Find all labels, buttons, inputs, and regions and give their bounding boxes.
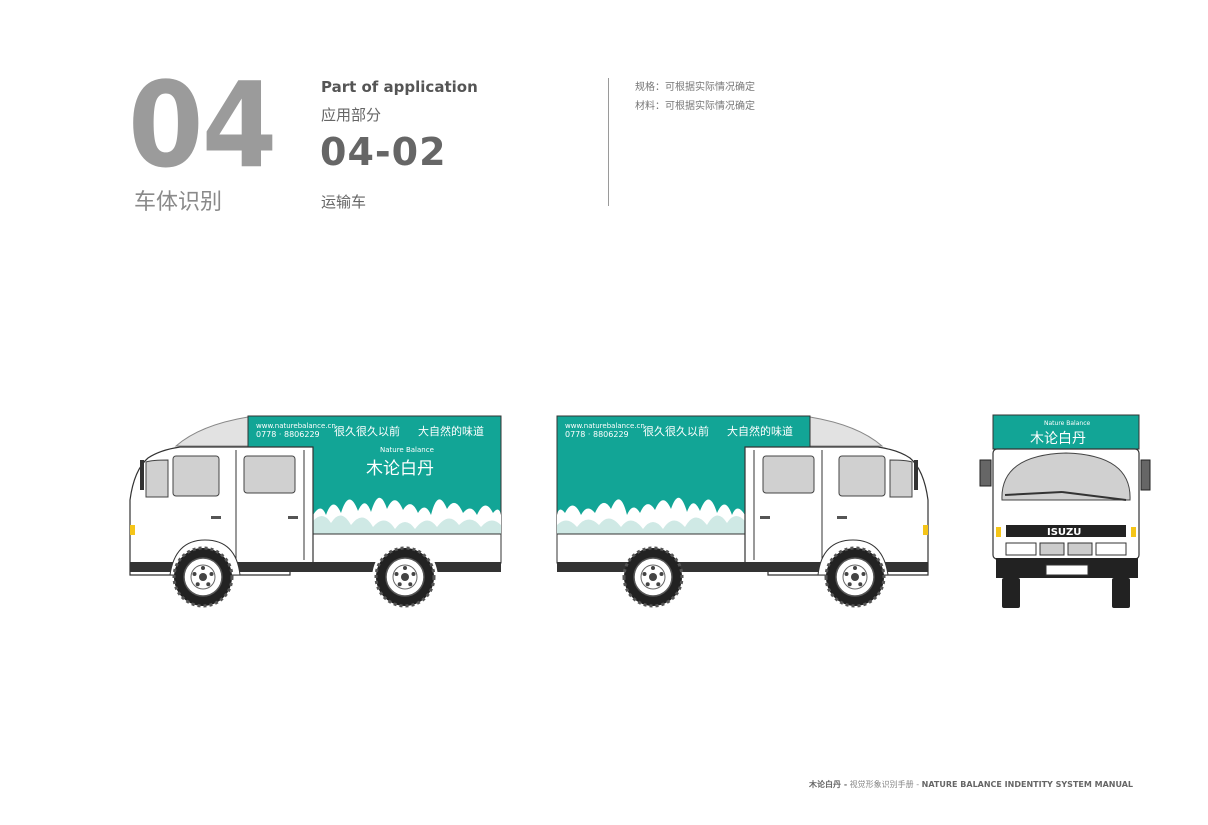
truck1-brand-en: Nature Balance	[380, 446, 434, 454]
section-number: 04	[128, 56, 277, 194]
footer-subtitle: 视觉形象识别手册 -	[847, 780, 922, 789]
footer: 木论白丹 - 视觉形象识别手册 - NATURE BALANCE INDENTI…	[809, 779, 1133, 790]
truck1-website: www.naturebalance.cn	[256, 422, 336, 430]
grille-badge: ISUZU	[1047, 527, 1081, 538]
truck2-slogan-left: 很久很久以前	[643, 424, 709, 438]
footer-manual: NATURE BALANCE INDENTITY SYSTEM MANUAL	[921, 780, 1133, 789]
item-title: 运输车	[321, 193, 367, 211]
page-code: 04-02	[320, 130, 447, 174]
truck1-phone: 0778 · 8806229	[256, 430, 320, 439]
truck2-phone: 0778 · 8806229	[565, 430, 629, 439]
truck2-slogan-right: 大自然的味道	[727, 424, 793, 438]
truck1-slogan-right: 大自然的味道	[418, 424, 484, 438]
spec-size: 规格：可根据实际情况确定	[635, 82, 755, 93]
section-title: 车体识别	[134, 190, 223, 215]
footer-brand: 木论白丹 -	[809, 780, 848, 789]
truck1-slogan-left: 很久很久以前	[334, 424, 400, 438]
truck-side-left: www.naturebalance.cn 0778 · 8806229 很久很久…	[129, 415, 502, 608]
truck-side-right: www.naturebalance.cn 0778 · 8806229 很久很久…	[556, 415, 929, 608]
truck1-brand-cn: 木论白丹	[366, 459, 434, 479]
part-title-cn: 应用部分	[321, 106, 382, 124]
part-title-en: Part of application	[321, 78, 478, 96]
truck3-brand-en: Nature Balance	[1044, 420, 1090, 427]
header-divider	[608, 78, 609, 206]
truck-front: Nature Balance 木论白丹 ISUZU	[979, 414, 1151, 608]
truck2-website: www.naturebalance.cn	[565, 422, 645, 430]
truck3-brand-cn: 木论白丹	[1030, 431, 1086, 447]
spec-material: 材料：可根据实际情况确定	[635, 101, 755, 112]
